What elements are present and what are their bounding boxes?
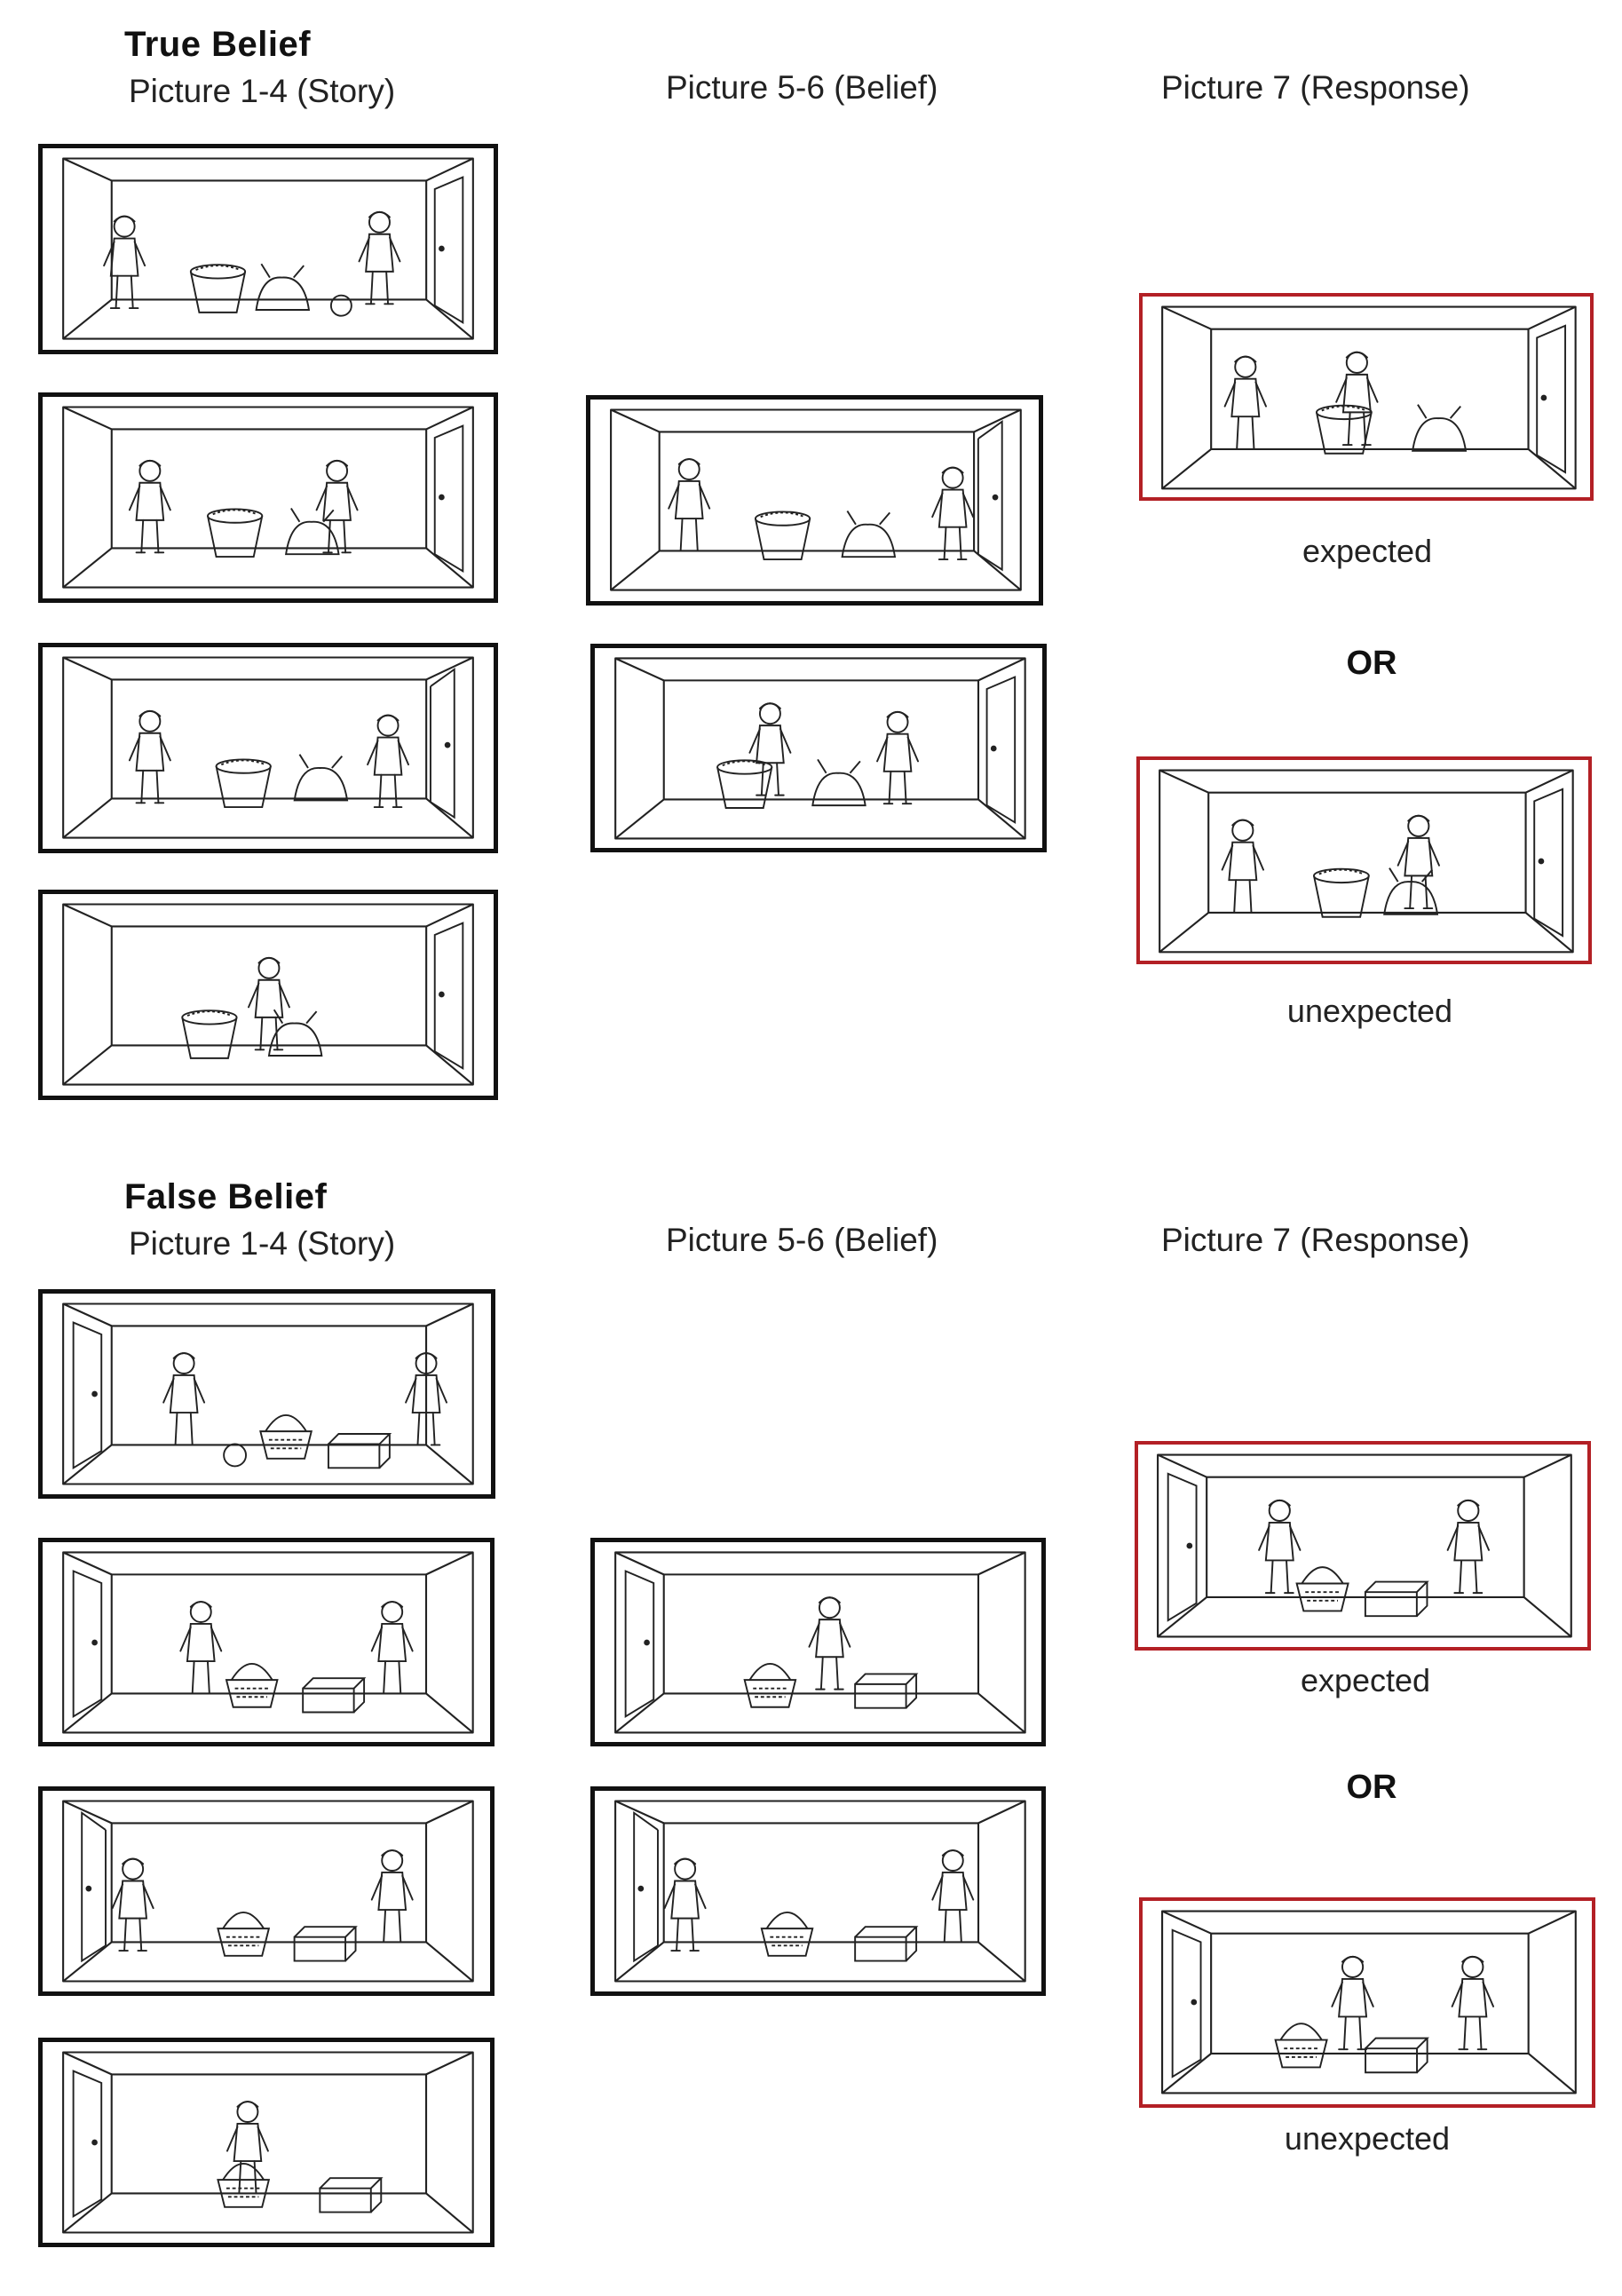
room-scene-drawing xyxy=(62,406,474,589)
room-scene-drawing xyxy=(62,157,474,340)
response-caption-unexpected: unexpected xyxy=(1284,2120,1451,2157)
story-panel-2 xyxy=(38,392,498,603)
column-label-belief: Picture 5-6 (Belief) xyxy=(666,69,938,106)
room-scene-drawing xyxy=(62,903,474,1086)
story-panel-4 xyxy=(38,2038,495,2247)
section-title-false-belief: False Belief xyxy=(124,1177,328,1216)
room-scene-drawing xyxy=(1157,1453,1572,1638)
belief-panel-5 xyxy=(586,395,1043,606)
or-label: OR xyxy=(1346,645,1397,682)
room-scene-drawing xyxy=(1161,1910,1577,2094)
room-scene-drawing xyxy=(614,1551,1026,1734)
response-panel-unexpected xyxy=(1136,756,1592,964)
room-scene-drawing xyxy=(610,408,1022,591)
column-label-belief: Picture 5-6 (Belief) xyxy=(666,1222,938,1258)
column-label-story: Picture 1-4 (Story) xyxy=(129,73,396,109)
column-label-story: Picture 1-4 (Story) xyxy=(129,1225,396,1262)
belief-panel-6 xyxy=(590,644,1047,852)
story-panel-3 xyxy=(38,1786,495,1996)
belief-panel-5 xyxy=(590,1538,1046,1746)
response-caption-expected: expected xyxy=(1302,533,1433,569)
story-panel-1 xyxy=(38,144,498,354)
response-panel-expected xyxy=(1135,1441,1591,1651)
story-panel-1 xyxy=(38,1289,495,1499)
room-scene-drawing xyxy=(62,1800,474,1983)
response-panel-expected xyxy=(1139,293,1594,501)
story-panel-2 xyxy=(38,1538,495,1746)
response-caption-expected: expected xyxy=(1300,1662,1431,1698)
room-scene-drawing xyxy=(614,657,1026,840)
room-scene-drawing xyxy=(62,656,474,839)
belief-panel-6 xyxy=(590,1786,1046,1996)
story-panel-3 xyxy=(38,643,498,853)
or-label: OR xyxy=(1346,1769,1397,1806)
room-scene-drawing xyxy=(614,1800,1026,1983)
column-label-response: Picture 7 (Response) xyxy=(1161,69,1470,106)
room-scene-drawing xyxy=(1161,305,1577,490)
column-label-response: Picture 7 (Response) xyxy=(1161,1222,1470,1258)
room-scene-drawing xyxy=(62,2051,474,2234)
room-scene-drawing xyxy=(62,1551,474,1734)
room-scene-drawing xyxy=(62,1302,474,1485)
room-scene-drawing xyxy=(1159,769,1574,954)
response-panel-unexpected xyxy=(1139,1897,1595,2108)
story-panel-4 xyxy=(38,890,498,1100)
response-caption-unexpected: unexpected xyxy=(1286,993,1453,1029)
section-title-true-belief: True Belief xyxy=(124,25,312,64)
